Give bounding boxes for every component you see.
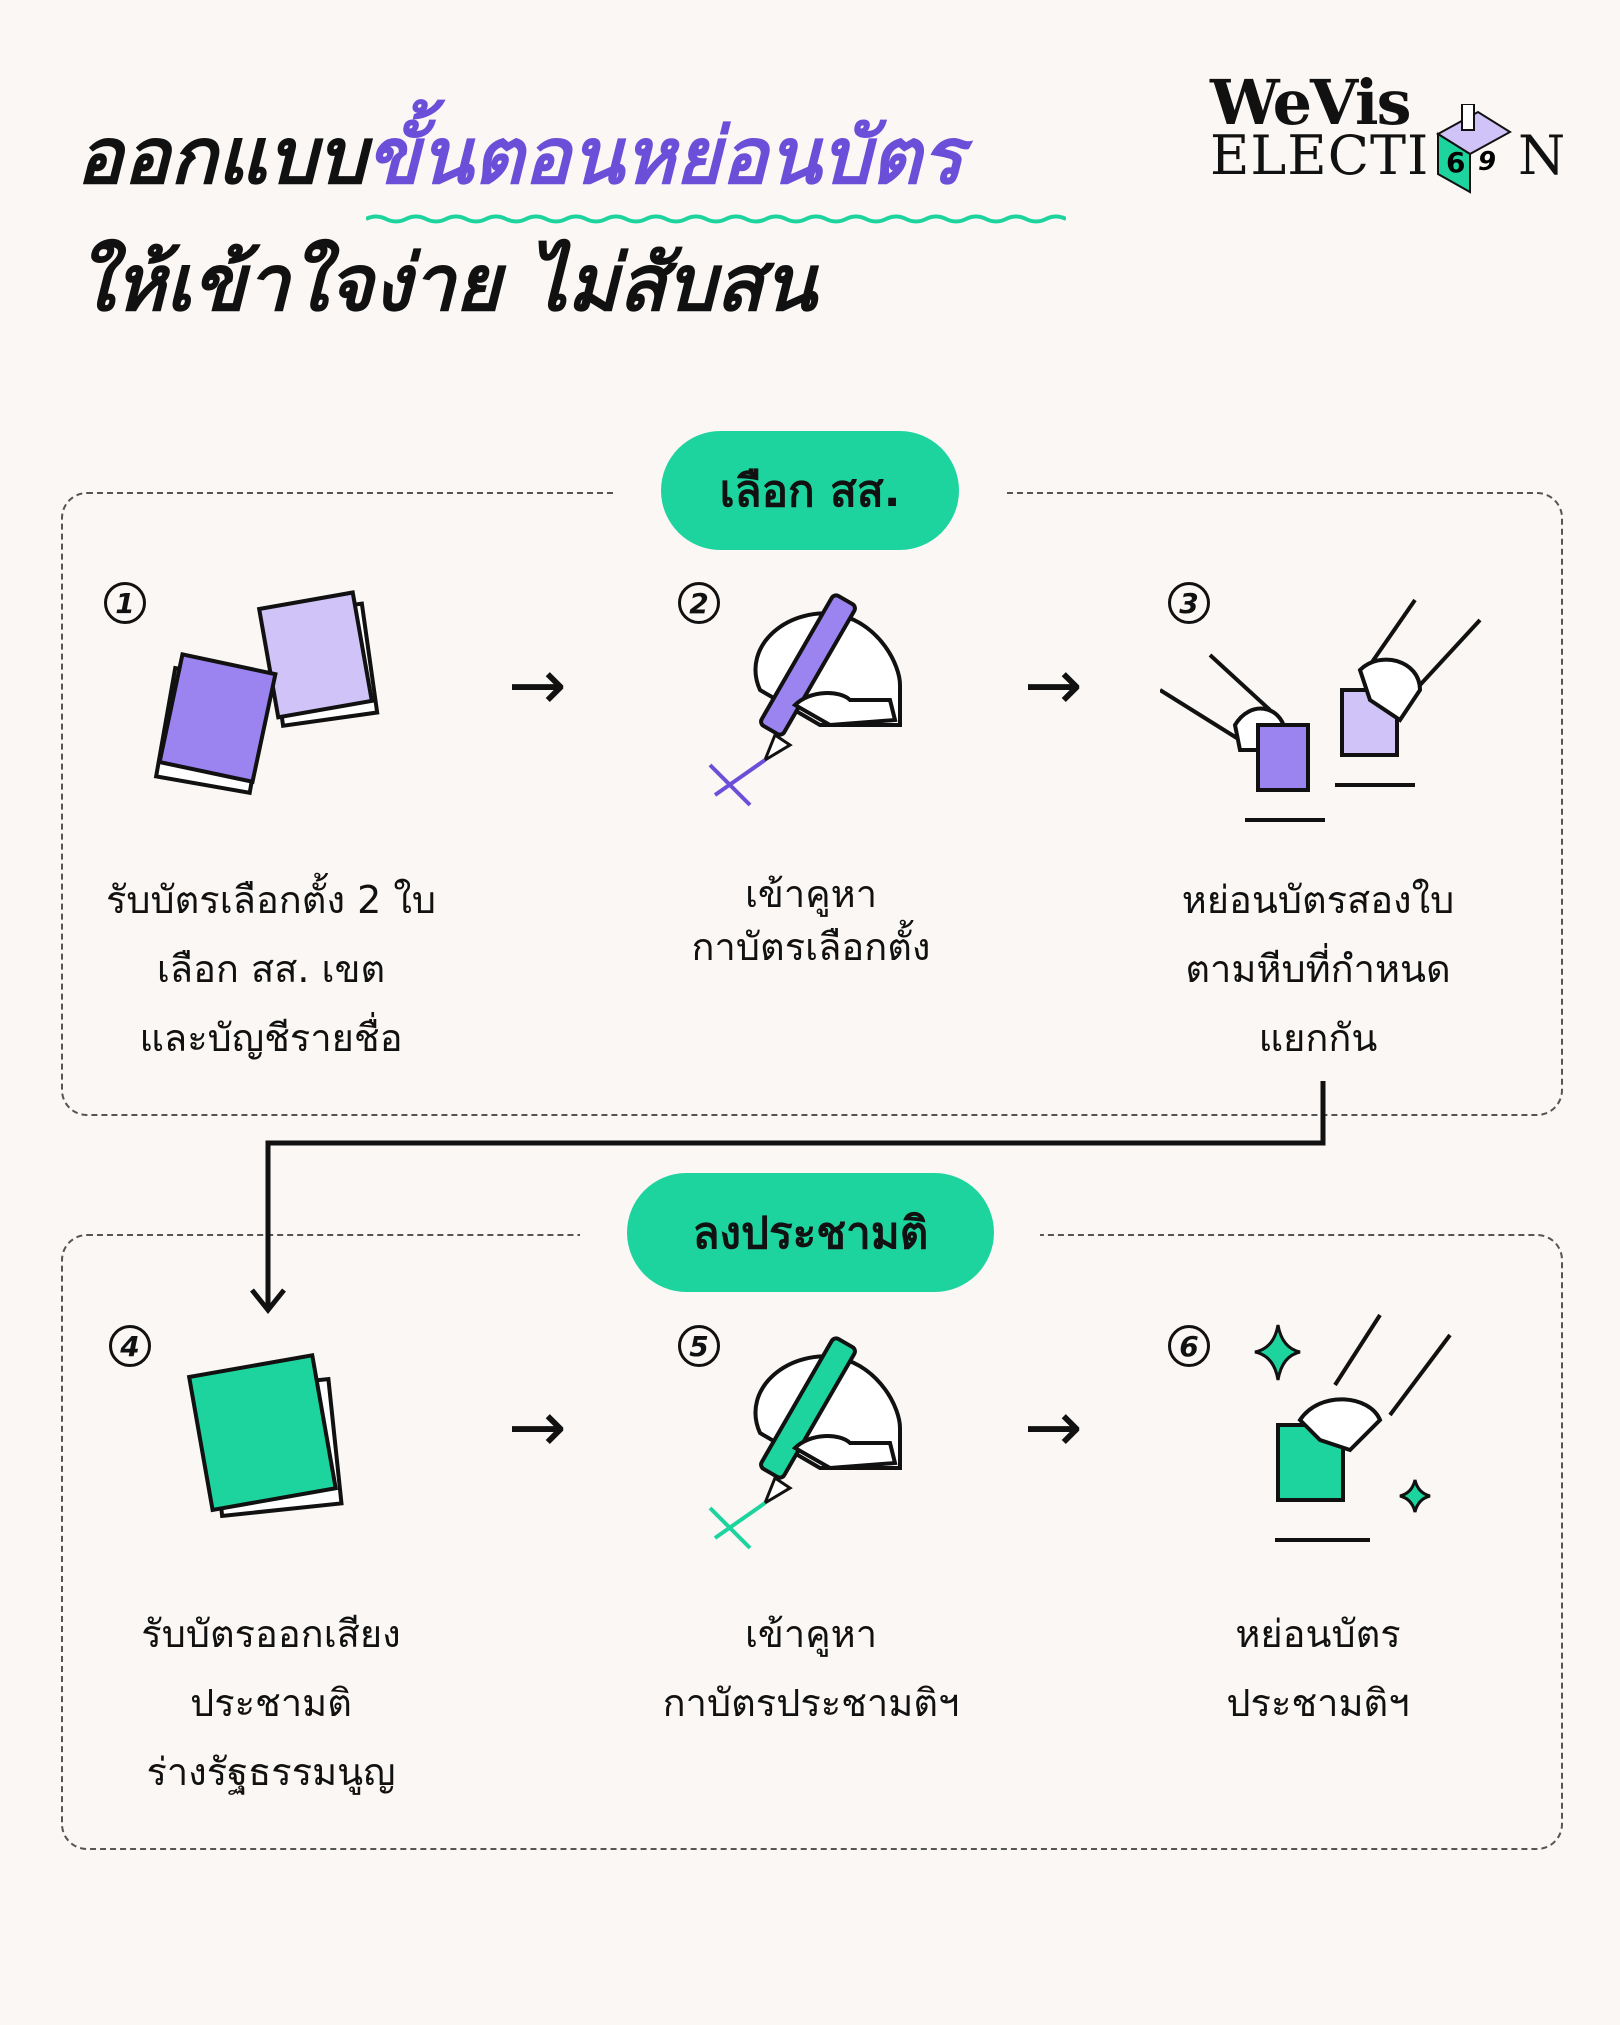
hand-ballot-sparkle-icon bbox=[1254, 1313, 1452, 1542]
caption-line: ประชามติฯ bbox=[1226, 1681, 1410, 1725]
wevis-election-logo: WeVis ELECTI 6 9 N bbox=[1206, 66, 1576, 194]
caption-line: กาบัตรประชามติฯ bbox=[662, 1681, 960, 1725]
title-prefix: ออกแบบ bbox=[76, 112, 367, 202]
two-ballots-icon bbox=[153, 590, 380, 796]
step-2-caption: เข้าคูหา กาบัตรเลือกตั้ง bbox=[591, 868, 1031, 974]
caption-line: ประชามติ bbox=[190, 1681, 352, 1725]
caption-line: เข้าคูหา bbox=[744, 1612, 878, 1656]
caption-line: หย่อนบัตรสองใบ bbox=[1181, 878, 1455, 922]
step-1-caption: รับบัตรเลือกตั้ง 2 ใบ เลือก สส. เขต และบ… bbox=[51, 866, 491, 1073]
title-line-1: ออกแบบขั้นตอนหย่อนบัตร bbox=[76, 118, 1067, 224]
step-number-3: 3 bbox=[1168, 582, 1210, 624]
title-highlight: ขั้นตอนหย่อนบัตร bbox=[366, 112, 1067, 224]
ballot-box-logo-icon: 6 9 bbox=[1436, 104, 1512, 194]
caption-line: กาบัตรเลือกตั้ง bbox=[691, 925, 931, 969]
step-5-caption: เข้าคูหา กาบัตรประชามติฯ bbox=[591, 1600, 1031, 1738]
caption-line: เลือก สส. เขต bbox=[156, 947, 386, 991]
hand-pen-mark-icon bbox=[708, 593, 902, 807]
referendum-ballot-icon bbox=[186, 1352, 344, 1519]
step-number-5: 5 bbox=[678, 1325, 720, 1367]
caption-line: แยกกัน bbox=[1258, 1016, 1378, 1060]
step-number-6: 6 bbox=[1168, 1325, 1210, 1367]
caption-line: และบัญชีรายชื่อ bbox=[139, 1016, 403, 1060]
caption-line: เข้าคูหา bbox=[744, 872, 878, 916]
caption-line: ตามหีบที่กำหนด bbox=[1185, 947, 1451, 991]
step-6-caption: หย่อนบัตร ประชามติฯ bbox=[1098, 1600, 1538, 1738]
caption-line: รับบัตรเลือกตั้ง 2 ใบ bbox=[105, 878, 437, 922]
arrow-right-icon: → bbox=[508, 1386, 567, 1468]
arrow-right-icon: → bbox=[508, 644, 567, 726]
step-number-4: 4 bbox=[109, 1325, 151, 1367]
wavy-underline bbox=[366, 214, 1067, 224]
caption-line: หย่อนบัตร bbox=[1235, 1612, 1401, 1656]
arrow-right-icon: → bbox=[1024, 644, 1083, 726]
step-3-caption: หย่อนบัตรสองใบ ตามหีบที่กำหนด แยกกัน bbox=[1098, 866, 1538, 1073]
logo-election-right: N bbox=[1518, 124, 1566, 187]
caption-line: รับบัตรออกเสียง bbox=[141, 1612, 401, 1656]
section-label-mp: เลือก สส. bbox=[661, 431, 959, 550]
title-line-2: ให้เข้าใจง่าย ไม่สับสน bbox=[76, 239, 817, 329]
step-4-caption: รับบัตรออกเสียง ประชามติ ร่างรัฐธรรมนูญ bbox=[51, 1600, 491, 1807]
svg-text:6: 6 bbox=[1446, 146, 1465, 179]
step-number-2: 2 bbox=[678, 582, 720, 624]
svg-text:9: 9 bbox=[1478, 147, 1496, 177]
step-number-1: 1 bbox=[104, 582, 146, 624]
caption-line: ร่างรัฐธรรมนูญ bbox=[146, 1750, 396, 1794]
two-hands-ballot-boxes-icon bbox=[1160, 598, 1482, 822]
title-highlight-text: ขั้นตอนหย่อนบัตร bbox=[366, 112, 964, 202]
logo-wevis: WeVis bbox=[1210, 66, 1411, 139]
hand-pen-mark-icon bbox=[708, 1336, 902, 1550]
logo-election-left: ELECTI bbox=[1210, 124, 1430, 187]
arrow-right-icon: → bbox=[1024, 1386, 1083, 1468]
section-label-referendum: ลงประชามติ bbox=[627, 1173, 994, 1292]
